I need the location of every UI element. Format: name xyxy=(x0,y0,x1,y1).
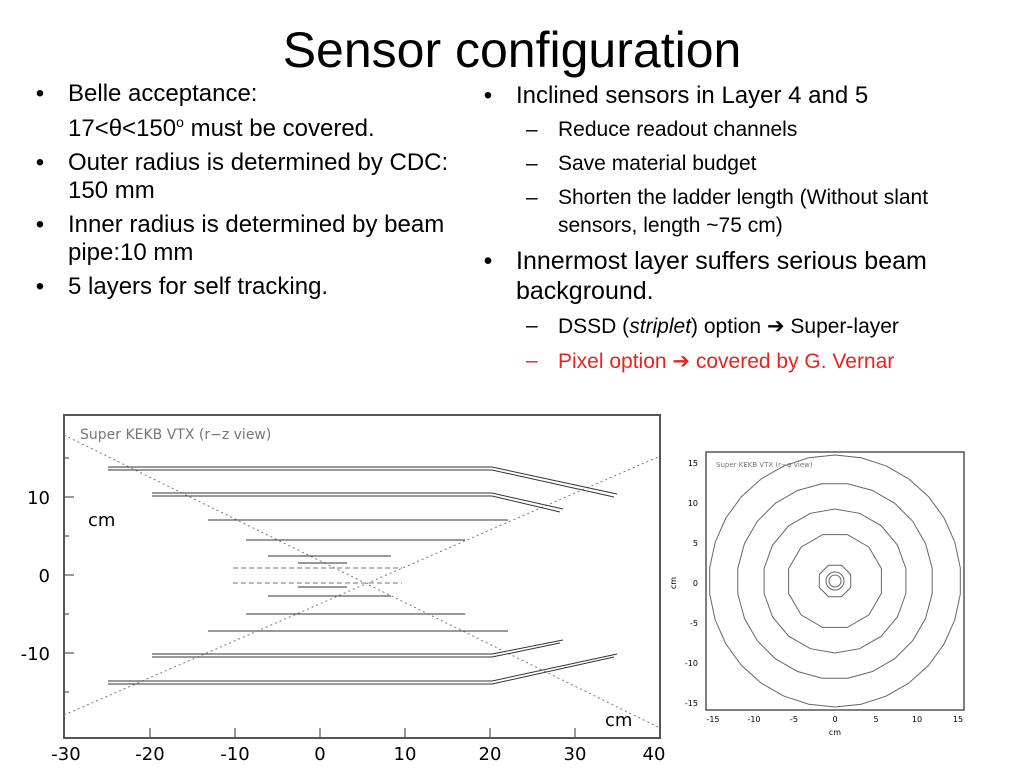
bullet-belle-acceptance: • Belle acceptance: 17<θ<150o must be co… xyxy=(30,80,450,143)
dash-marker: – xyxy=(526,314,538,337)
bullet-text-tail: must be covered. xyxy=(183,115,375,142)
dash-marker: – xyxy=(526,186,538,209)
dash-marker: – xyxy=(526,349,538,372)
arrow-right-icon: ➔ xyxy=(766,314,785,338)
rphi-x-tick-label: 0 xyxy=(832,715,837,724)
rphi-x-tick-label: -15 xyxy=(706,715,719,724)
dash-marker: – xyxy=(526,152,538,175)
sub-bullet-text-end: Super-layer xyxy=(784,315,899,338)
rz-x-tick-label: 10 xyxy=(394,744,417,765)
rphi-x-unit-label: cm xyxy=(829,728,841,737)
sub-bullet-text: DSSD ( xyxy=(558,315,630,338)
rphi-plot-label: Super KEKB VTX (r−φ view) xyxy=(716,461,813,469)
bullet-text: Outer radius is determined by CDC: 150 m… xyxy=(68,149,449,204)
detector-layer xyxy=(788,534,882,628)
bullet-marker: • xyxy=(35,211,45,238)
sub-bullet-text-after: ) option xyxy=(691,315,767,338)
rz-plot-label: Super KEKB VTX (r−z view) xyxy=(80,427,271,443)
bullet-marker: • xyxy=(483,247,493,275)
bullet-text: 5 layers for self tracking. xyxy=(68,273,329,300)
rz-x-tick-label: 30 xyxy=(564,744,587,765)
striplet-term: striplet xyxy=(629,315,692,338)
detector-layer xyxy=(763,508,907,654)
y-tick-marks xyxy=(64,457,74,693)
figure-background xyxy=(662,440,972,740)
rphi-y-tick-label: -15 xyxy=(685,699,698,708)
bullet-outer-radius: • Outer radius is determined by CDC: 150… xyxy=(30,149,450,205)
sub-bullet-dssd-option: – DSSD (striplet) option ➔ Super-layer xyxy=(478,312,1008,341)
degree-superscript: o xyxy=(176,114,184,130)
rphi-x-tick-label: -10 xyxy=(747,715,760,724)
bullet-five-layers: • 5 layers for self tracking. xyxy=(30,273,450,301)
bullet-text: Belle acceptance: xyxy=(68,80,258,107)
plot-frame xyxy=(63,414,661,739)
rz-x-tick-label: 0 xyxy=(314,744,325,765)
rphi-y-tick-label: 10 xyxy=(688,499,698,508)
rphi-x-tick-label: 15 xyxy=(953,715,963,724)
bullet-marker: • xyxy=(35,80,45,107)
rz-x-tick-label: 20 xyxy=(479,744,502,765)
rphi-x-tick-labels: -15 -10 -5 0 5 10 15 xyxy=(706,715,963,724)
sub-bullet-material: – Save material budget xyxy=(478,150,1008,178)
lower-ladders xyxy=(108,586,618,685)
bullet-text: Innermost layer suffers serious beam bac… xyxy=(516,247,927,305)
rphi-y-tick-label: 15 xyxy=(688,459,698,468)
beam-pipe-circle xyxy=(828,574,842,588)
rphi-y-tick-label: 0 xyxy=(693,579,698,588)
rphi-y-tick-label: -10 xyxy=(685,659,698,668)
rz-x-tick-label: -30 xyxy=(51,744,80,765)
sub-bullet-text: Reduce readout channels xyxy=(558,118,798,141)
arrow-right-icon: ➔ xyxy=(672,349,691,373)
right-bullet-list: • Inclined sensors in Layer 4 and 5 – Re… xyxy=(478,82,1008,382)
rz-x-tick-label: -20 xyxy=(135,744,164,765)
bullet-inner-radius: • Inner radius is determined by beam pip… xyxy=(30,211,450,267)
rphi-view-figure: Super KEKB VTX (r−φ view) 15 10 5 0 -5 -… xyxy=(662,440,972,740)
acceptance-line-forward xyxy=(63,434,659,728)
rz-y-unit-label: cm xyxy=(88,510,115,531)
bullet-inclined-sensors: • Inclined sensors in Layer 4 and 5 xyxy=(478,82,1008,110)
x-tick-marks xyxy=(149,728,576,738)
acceptance-range: 17<θ<150 xyxy=(68,115,177,142)
sub-bullet-text: Shorten the ladder length (Without slant… xyxy=(558,186,929,237)
bullet-innermost-layer: • Innermost layer suffers serious beam b… xyxy=(478,246,1008,306)
slide-title: Sensor configuration xyxy=(282,22,742,78)
left-bullet-list: • Belle acceptance: 17<θ<150o must be co… xyxy=(30,80,450,307)
rphi-x-tick-label: -5 xyxy=(790,715,798,724)
bullet-text: Inner radius is determined by beam pipe:… xyxy=(68,211,445,266)
rz-y-tick-label: -10 xyxy=(21,644,50,665)
upper-ladders xyxy=(108,466,618,564)
detector-layer xyxy=(709,454,961,708)
rphi-y-tick-label: -5 xyxy=(690,619,698,628)
rz-y-tick-label: 10 xyxy=(27,488,50,509)
rz-view-figure: Super KEKB VTX (r−z view) cm cm 10 0 -10… xyxy=(0,405,670,768)
sub-bullet-text-end: covered by G. Vernar xyxy=(690,350,895,373)
rphi-y-unit-label: cm xyxy=(669,577,678,589)
rphi-y-tick-label: 5 xyxy=(693,539,698,548)
rz-x-tick-label: -10 xyxy=(220,744,249,765)
bullet-marker: • xyxy=(35,149,45,176)
sub-bullet-readout: – Reduce readout channels xyxy=(478,116,1008,144)
bullet-text: Inclined sensors in Layer 4 and 5 xyxy=(516,82,869,109)
sub-bullet-ladder-length: – Shorten the ladder length (Without sla… xyxy=(478,184,1008,240)
rz-x-tick-label: 40 xyxy=(643,744,666,765)
beam-pipe-circle xyxy=(825,571,845,591)
rphi-x-tick-label: 5 xyxy=(873,715,878,724)
detector-rings xyxy=(709,454,961,708)
sub-bullet-text: Save material budget xyxy=(558,152,757,175)
rz-y-tick-label: 0 xyxy=(39,566,50,587)
rphi-x-tick-label: 10 xyxy=(912,715,922,724)
dash-marker: – xyxy=(526,118,538,141)
plot-frame xyxy=(705,451,965,711)
sub-bullet-pixel-option: – Pixel option ➔ covered by G. Vernar xyxy=(478,347,1008,376)
detector-layer xyxy=(818,564,852,598)
bullet-marker: • xyxy=(35,273,45,300)
rz-x-unit-label: cm xyxy=(605,710,632,731)
detector-layer xyxy=(737,483,933,679)
bullet-marker: • xyxy=(483,82,493,109)
rphi-y-tick-labels: 15 10 5 0 -5 -10 -15 xyxy=(685,459,698,708)
sub-bullet-text: Pixel option xyxy=(558,350,673,373)
